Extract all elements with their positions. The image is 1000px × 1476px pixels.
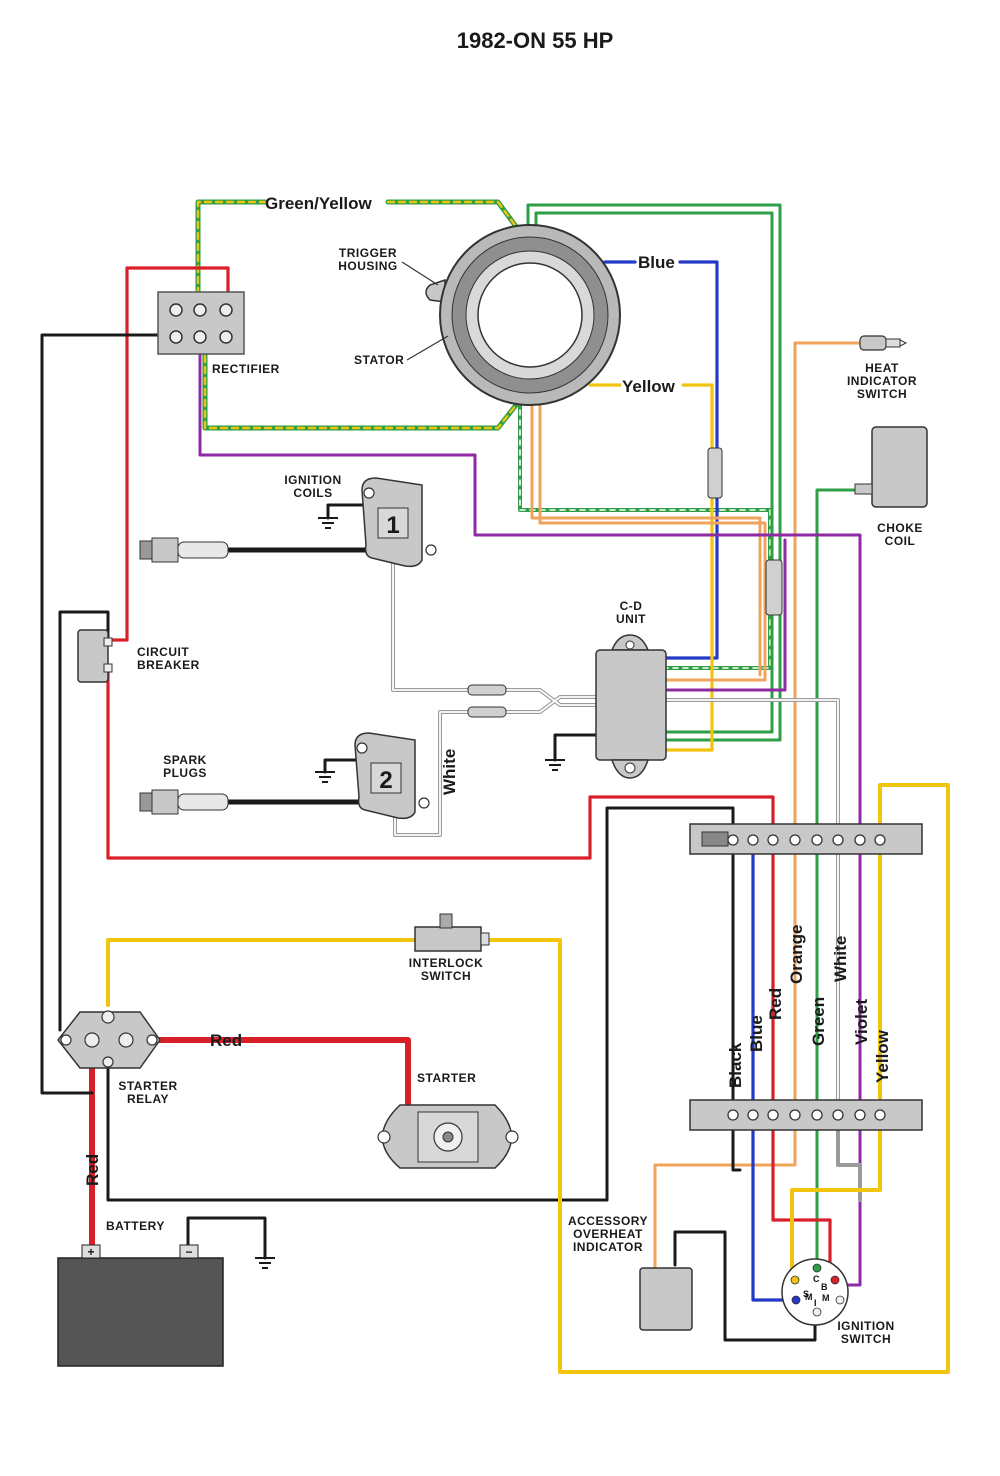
harness-label-red: Red bbox=[766, 988, 785, 1020]
red-wires bbox=[89, 266, 832, 1272]
terminal-block-upper bbox=[689, 823, 923, 855]
inline-connectors bbox=[467, 447, 783, 718]
diagram-title: 1982-ON 55 HP bbox=[457, 28, 614, 53]
harness-label-violet: Violet bbox=[852, 999, 871, 1045]
trigger-leader bbox=[401, 261, 439, 286]
harness-label-black: Black bbox=[726, 1042, 745, 1088]
starter-motor bbox=[377, 1104, 519, 1169]
ign-term-m1: M bbox=[805, 1292, 813, 1302]
circuit-breaker bbox=[77, 629, 113, 683]
interlock-switch bbox=[414, 913, 490, 952]
harness-label-blue: Blue bbox=[747, 1015, 766, 1052]
ground-symbols bbox=[255, 517, 565, 1269]
ign-term-m2: M bbox=[822, 1293, 830, 1303]
white-coil-label: White bbox=[440, 749, 459, 795]
wires bbox=[40, 199, 950, 1374]
white-wires-inner bbox=[392, 559, 839, 1116]
stator-leader bbox=[406, 335, 449, 361]
accessory-overheat-indicator bbox=[639, 1267, 693, 1331]
heat-indicator-switch bbox=[859, 335, 908, 351]
starter-relay bbox=[57, 1010, 161, 1069]
harness-label-white: White bbox=[831, 936, 850, 982]
stator-assembly bbox=[425, 224, 621, 406]
yellow-wires bbox=[106, 783, 950, 1374]
stator-label: STATOR bbox=[354, 353, 404, 367]
yellow-label: Yellow bbox=[622, 377, 676, 396]
coil-1-number: 1 bbox=[386, 512, 399, 539]
battery-positive: + bbox=[87, 1245, 94, 1259]
cd-unit bbox=[595, 634, 667, 779]
battery bbox=[57, 1244, 224, 1367]
choke-coil bbox=[854, 426, 928, 508]
blue-label: Blue bbox=[638, 253, 675, 272]
harness-label-yellow: Yellow bbox=[873, 1029, 892, 1083]
battery-label: BATTERY bbox=[106, 1219, 165, 1233]
blue-harness bbox=[751, 838, 797, 1302]
ignition-coil-1 bbox=[361, 477, 437, 568]
rectifier-label: RECTIFIER bbox=[212, 362, 280, 376]
ign-term-i: I bbox=[814, 1298, 817, 1308]
coil-2-number: 2 bbox=[379, 767, 392, 794]
terminal-block-lower bbox=[689, 1099, 923, 1131]
red-battery-label: Red bbox=[83, 1154, 102, 1186]
harness-labels: Black Blue Red Orange Green White Violet… bbox=[726, 924, 892, 1088]
green-yellow-wire bbox=[195, 199, 772, 670]
green-wires bbox=[526, 203, 857, 1267]
ignition-coil-2 bbox=[354, 732, 430, 820]
yellow-trigger-wire bbox=[588, 383, 714, 752]
battery-negative: − bbox=[185, 1245, 192, 1259]
ign-term-b: B bbox=[821, 1282, 828, 1292]
red-relay-label: Red bbox=[210, 1031, 242, 1050]
ign-term-c: C bbox=[813, 1274, 820, 1284]
harness-label-green: Green bbox=[809, 997, 828, 1046]
ign-term-s: S bbox=[803, 1289, 809, 1299]
black-wires bbox=[40, 333, 817, 1342]
harness-label-orange: Orange bbox=[787, 924, 806, 984]
ignition-switch bbox=[781, 1258, 849, 1326]
spark-plug-1 bbox=[139, 537, 229, 563]
spark-plug-2 bbox=[139, 789, 229, 815]
orange-wires bbox=[530, 341, 862, 1272]
rectifier bbox=[157, 291, 245, 355]
green-yellow-label: Green/Yellow bbox=[265, 194, 373, 213]
starter-label: STARTER bbox=[417, 1071, 476, 1085]
